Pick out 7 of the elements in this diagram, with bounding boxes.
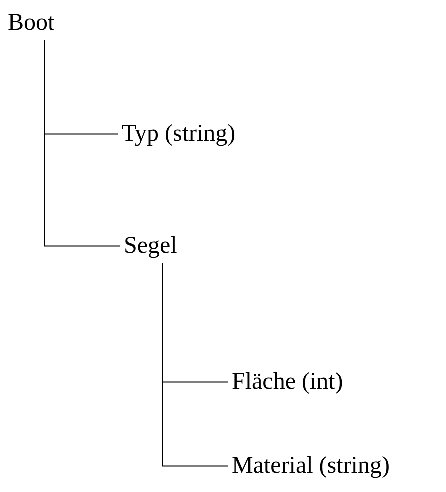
node-label: Material (string) bbox=[232, 453, 390, 480]
node-label: Segel bbox=[124, 233, 178, 260]
node-label: Typ (string) bbox=[122, 121, 236, 148]
node-label: Boot bbox=[8, 10, 55, 36]
node-label: Fläche (int) bbox=[232, 369, 344, 396]
tree-connector bbox=[162, 262, 228, 467]
tree-connector bbox=[44, 40, 120, 247]
